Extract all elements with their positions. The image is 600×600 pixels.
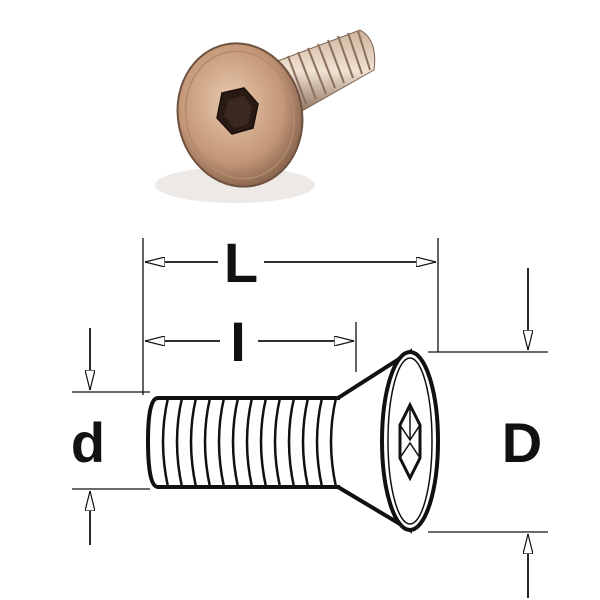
photo-thread bbox=[274, 29, 376, 113]
drawing-threads bbox=[161, 397, 338, 488]
label-I: I bbox=[230, 310, 246, 373]
screw-photo bbox=[155, 29, 376, 203]
drawing-head-face-inner bbox=[387, 357, 433, 525]
label-d: d bbox=[71, 411, 105, 474]
screw-drawing bbox=[72, 238, 548, 598]
drawing-shank bbox=[145, 396, 340, 489]
extension-lines bbox=[72, 238, 548, 533]
label-L: L bbox=[224, 231, 258, 294]
label-D: D bbox=[502, 411, 542, 474]
